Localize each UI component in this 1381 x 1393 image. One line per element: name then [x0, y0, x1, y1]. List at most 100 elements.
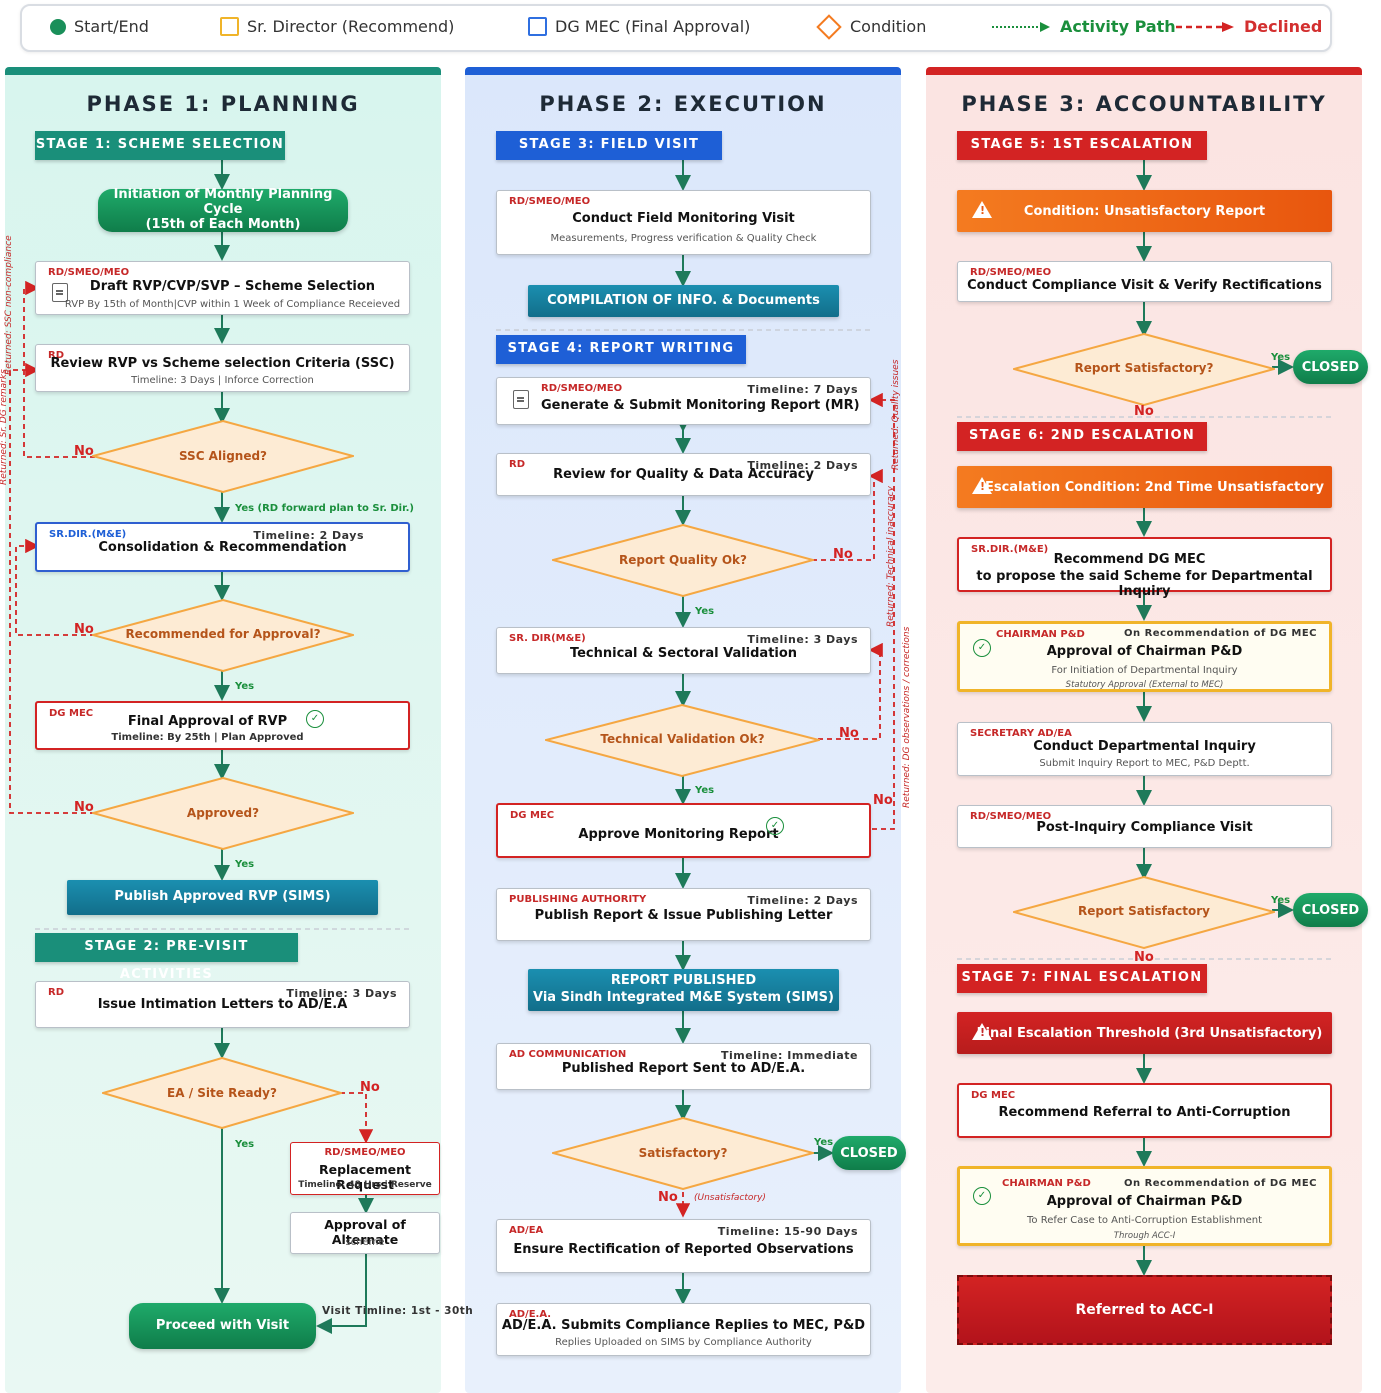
check-icon: ✓ [973, 639, 991, 657]
closed-end: CLOSED [1293, 350, 1368, 384]
final-approval-box: DG MEC Final Approval of RVP ✓ Timeline:… [35, 701, 410, 750]
no-label: No [1134, 404, 1154, 419]
box-subtitle: For Initiation of Departmental Inquiry [1051, 665, 1238, 676]
diamond-label: Satisfactory? [638, 1146, 728, 1160]
timeline-label: Timeline: 3 Days [286, 987, 397, 1000]
box-title: Published Report Sent to AD/E.A. [561, 1061, 806, 1076]
diamond-label: EA / Site Ready? [167, 1086, 277, 1100]
box-title: Technical & Sectoral Validation [569, 646, 798, 661]
box-subtitle: RVP By 15th of Month|CVP within 1 Week o… [64, 299, 401, 310]
replacement-request-box: RD/SMEO/MEO Replacement Request Timeline… [290, 1142, 440, 1195]
no-label: No [360, 1080, 380, 1095]
yes-label: Yes [814, 1137, 834, 1148]
no-label: No [74, 800, 94, 815]
diamond-label: Report Satisfactory [1078, 904, 1210, 918]
publish-rvp-bar: Publish Approved RVP (SIMS) [67, 880, 378, 915]
box-title: Recommend Referral to Anti-Corruption [998, 1105, 1291, 1120]
legend-start-end: Start/End [50, 17, 149, 36]
role-label: AD COMMUNICATION [509, 1049, 627, 1060]
check-icon: ✓ [306, 710, 324, 728]
closed-end: CLOSED [832, 1136, 906, 1170]
legend-dg-mec: DG MEC (Final Approval) [528, 17, 750, 36]
returned-ssc-label: Returned: SSC non-compliance [4, 235, 14, 375]
condition-label: Final Escalation Threshold (3rd Unsatisf… [976, 1025, 1323, 1041]
role-label: RD [509, 459, 526, 470]
box-title: Conduct Field Monitoring Visit [572, 211, 795, 226]
phase2-topbar [465, 67, 901, 75]
no-label: No [873, 793, 893, 808]
box-subtitle: Submit Inquiry Report to MEC, P&D Deptt. [1039, 758, 1250, 769]
consolidation-box: SR.DIR.(M&E) Timeline: 2 Days Consolidat… [35, 522, 410, 572]
phase1-topbar [5, 67, 441, 75]
box-subtitle: Measurements, Progress verification & Qu… [550, 233, 817, 244]
dotted-arrow-icon [992, 21, 1050, 32]
role-label: RD [48, 987, 65, 998]
stage5-header: STAGE 5: 1ST ESCALATION [957, 131, 1207, 160]
box-title: Conduct Departmental Inquiry [1033, 739, 1256, 754]
phase3-topbar [926, 67, 1362, 75]
legend-sr-director: Sr. Director (Recommend) [220, 17, 454, 36]
field-visit-box: RD/SMEO/MEO Conduct Field Monitoring Vis… [496, 190, 871, 255]
check-icon: ✓ [766, 817, 784, 835]
yes-label: Yes [695, 606, 715, 617]
role-label: CHAIRMAN P&D [996, 629, 1085, 640]
no-label: No [839, 726, 859, 741]
condition-label: Condition: Unsatisfactory Report [1023, 203, 1266, 219]
legend-declined: Declined [1176, 17, 1322, 36]
box-title: Recommend DG MEC [1053, 552, 1206, 567]
ssc-aligned-diamond [92, 420, 354, 493]
no-label: No [658, 1190, 678, 1205]
role-label: DG MEC [971, 1090, 1016, 1101]
report-published-bar: REPORT PUBLISHED Via Sindh Integrated M&… [528, 969, 839, 1011]
stage1-header: STAGE 1: SCHEME SELECTION [35, 131, 285, 160]
box-title: Conduct Compliance Visit & Verify Rectif… [967, 278, 1322, 293]
document-icon [52, 283, 68, 302]
alternate-approval-box: Approval of Alternate scheme [290, 1212, 440, 1254]
diamond-icon [816, 13, 842, 40]
role-label: DG MEC [49, 708, 94, 719]
box-title: Ensure Rectification of Reported Observa… [513, 1242, 854, 1257]
technical-validation-box: SR. DIR(M&E) Timeline: 3 Days Technical … [496, 627, 871, 674]
box-note: Through ACC-I [1113, 1231, 1176, 1241]
timeline-label: Timeline: 3 Days [747, 633, 858, 646]
role-label: CHAIRMAN P&D [1002, 1178, 1091, 1189]
legend-condition: Condition [816, 13, 926, 40]
box-title: Approval of Chairman P&D [1046, 644, 1243, 659]
box-title: Review for Quality & Data Accuracy [553, 467, 814, 482]
report-satisfactory-diamond-2 [1013, 876, 1275, 949]
condition-unsatisfactory: Condition: Unsatisfactory Report [957, 190, 1332, 232]
document-icon [513, 390, 529, 409]
compilation-bar: COMPILATION OF INFO. & Documents [528, 285, 839, 317]
ensure-rectification-box: AD/EA Timeline: 15-90 Days Ensure Rectif… [496, 1219, 871, 1273]
phase2-title: PHASE 2: EXECUTION [539, 92, 827, 116]
yes-label: Yes [235, 859, 255, 870]
report-quality-diamond [552, 524, 814, 597]
diamond-label: Report Quality Ok? [619, 553, 747, 567]
role-label: AD/E.A. [509, 1309, 552, 1320]
departmental-inquiry-box: SECRETARY AD/EA Conduct Departmental Inq… [957, 722, 1332, 776]
box-subtitle: To Refer Case to Anti-Corruption Establi… [1026, 1215, 1263, 1226]
stage3-header: STAGE 3: FIELD VISIT [496, 131, 722, 160]
role-label: RD [48, 350, 65, 361]
role-label: RD/SMEO/MEO [48, 267, 130, 278]
returned-dg-obs-label: Returned: DG observations / corrections [902, 626, 912, 808]
phase3-title: PHASE 3: ACCOUNTABILITY [961, 92, 1327, 116]
post-inquiry-box: RD/SMEO/MEO Post-Inquiry Compliance Visi… [957, 805, 1332, 848]
box-title-2: to propose the said Scheme for Departmen… [976, 569, 1313, 599]
role-label: SR. DIR(M&E) [509, 633, 586, 644]
box-subtitle: Timeline: By 25th | Plan Approved [111, 732, 304, 743]
satisfactory-diamond [552, 1117, 814, 1190]
box-title: Consolidation & Recommendation [98, 540, 347, 555]
role-label: RD/SMEO/MEO [970, 811, 1052, 822]
role-label: AD/EA [509, 1225, 544, 1236]
no-label: No [1134, 950, 1154, 965]
returned-quality-label: Returned: Quality issues [891, 359, 901, 470]
approved-diamond [92, 777, 354, 850]
recommend-referral-box: DG MEC Recommend Referral to Anti-Corrup… [957, 1083, 1332, 1138]
timeline-label: Timeline: 15-90 Days [717, 1225, 858, 1238]
stage2-header: STAGE 2: PRE-VISIT ACTIVITIES [35, 933, 298, 982]
role-label: DG MEC [510, 810, 555, 821]
referred-acc-end: Referred to ACC-I [957, 1275, 1332, 1345]
dashed-arrow-icon [1176, 21, 1234, 32]
box-subtitle: Replies Uploaded on SIMS by Compliance A… [555, 1337, 812, 1348]
